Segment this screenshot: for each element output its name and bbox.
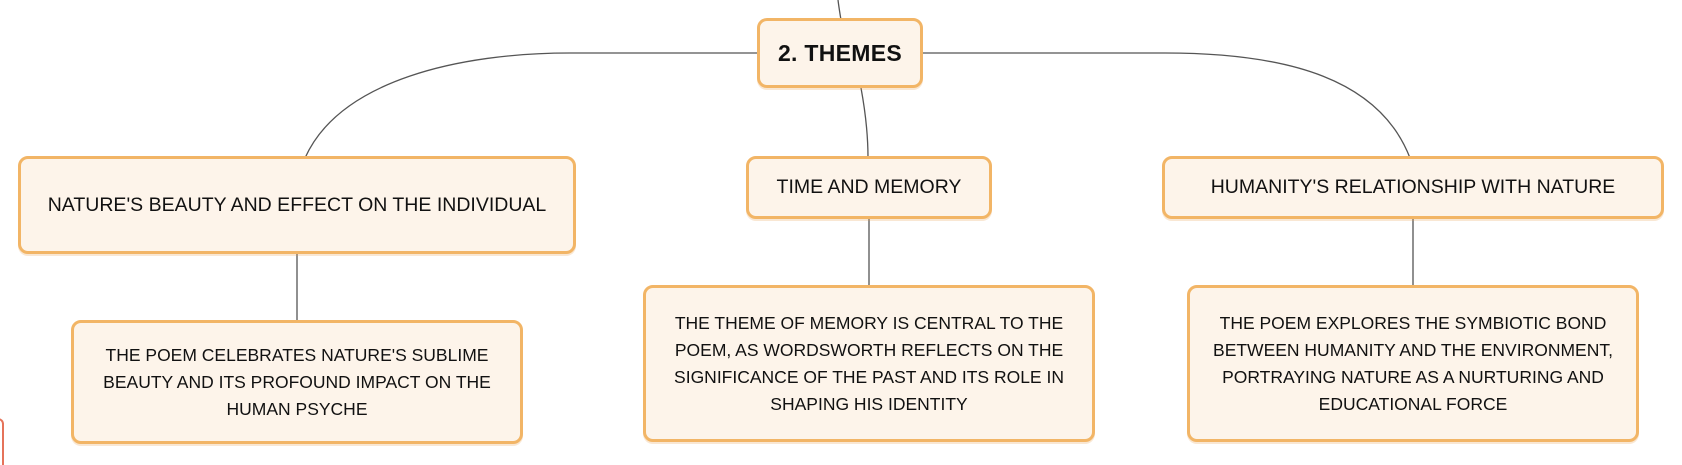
theme-node-nature-beauty[interactable]: NATURE'S BEAUTY AND EFFECT ON THE INDIVI… — [18, 156, 576, 254]
detail-node-text: THE POEM CELEBRATES NATURE'S SUBLIME BEA… — [103, 344, 491, 419]
detail-node-text: THE POEM EXPLORES THE SYMBIOTIC BOND BET… — [1213, 312, 1613, 414]
theme-node-label: HUMANITY'S RELATIONSHIP WITH NATURE — [1210, 176, 1616, 198]
theme-node-label: TIME AND MEMORY — [776, 176, 962, 198]
root-node-label: 2. THEMES — [777, 39, 903, 66]
theme-node-humanity-nature[interactable]: HUMANITY'S RELATIONSHIP WITH NATURE — [1162, 156, 1664, 219]
connector-parent-to-root — [837, 0, 842, 21]
theme-node-label: NATURE'S BEAUTY AND EFFECT ON THE INDIVI… — [47, 193, 547, 216]
root-node[interactable]: 2. THEMES — [757, 18, 923, 88]
detail-node-humanity-nature[interactable]: THE POEM EXPLORES THE SYMBIOTIC BOND BET… — [1187, 285, 1639, 442]
offscreen-node-edge — [0, 418, 4, 465]
connector-root-to-theme-3 — [922, 52, 1411, 159]
detail-node-nature-beauty[interactable]: THE POEM CELEBRATES NATURE'S SUBLIME BEA… — [71, 320, 523, 444]
detail-node-time-memory[interactable]: THE THEME OF MEMORY IS CENTRAL TO THE PO… — [643, 285, 1095, 442]
connector-root-to-theme-2 — [860, 87, 869, 159]
theme-node-time-memory[interactable]: TIME AND MEMORY — [746, 156, 992, 219]
connector-root-to-theme-1 — [304, 52, 757, 159]
detail-node-text: THE THEME OF MEMORY IS CENTRAL TO THE PO… — [674, 312, 1064, 414]
